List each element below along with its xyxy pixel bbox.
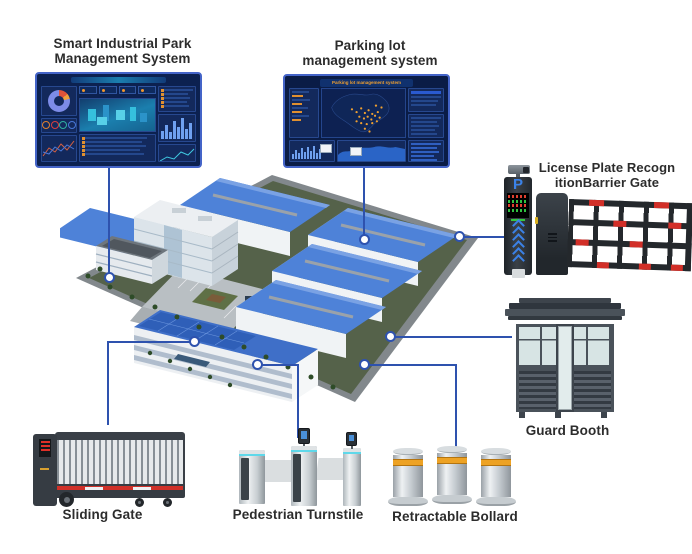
parking-right-tables [408,88,444,138]
face-recognition-terminal [346,432,357,446]
connector-bollard-h [364,364,457,366]
stat-chip-row [79,86,156,94]
guard-booth-label: Guard Booth [525,423,610,438]
guard-booth-body [516,324,614,412]
parking-dashboard-titlebar: Parking lot management system [320,79,413,87]
turnstile-pillar [239,450,265,504]
node-guard-booth [385,331,396,342]
license-gate-device: P [500,163,692,278]
smart-system-label-line1: Smart Industrial Park [53,36,192,51]
node-bollard [359,359,370,370]
smart-dashboard-right-column [158,86,196,162]
smart-dashboard-left-column [41,86,77,162]
guard-booth-door [556,324,574,412]
center-table-panel [79,134,156,162]
sliding-gate-motor-cabinet [33,434,57,506]
smart-system-label-line2: Management System [54,51,191,67]
parking-system-label-line1: Parking lot [334,38,406,53]
retractable-bollard-device [388,444,516,506]
parking-p-sign: P [512,176,523,193]
node-sliding-gate [189,336,200,347]
lpr-display-pole: P [504,176,532,278]
connector-guard-booth [390,336,512,338]
face-recognition-terminal [298,428,310,444]
lpr-camera-icon [508,165,530,174]
bar-chart-panel [158,114,196,142]
retractable-bollard-label: Retractable Bollard [392,509,518,524]
license-gate-label-line1: License Plate Recogn [538,160,676,175]
parking-dashboard-body: Parking lot management system [287,78,446,164]
guard-booth-device [505,298,625,424]
sliding-gate-panel [55,432,185,498]
gate-led-display [39,439,51,457]
lpr-arrow-column [504,219,532,267]
parking-bottom-charts [289,140,444,162]
connector-sliding-gate-v [107,341,109,425]
right-list-panel [158,86,196,112]
bollard [432,446,472,504]
connector-sliding-gate-h [107,341,195,343]
china-map-panel [321,88,406,138]
license-gate-label: License Plate Recogn itionBarrier Gate [524,160,690,190]
right-line-chart-panel [158,144,196,162]
bollard [388,448,428,506]
smart-dashboard-screenshot [35,72,202,168]
parking-area-chart [337,140,406,162]
city-3d-view [79,98,156,132]
parking-system-label: Parking lot management system [285,38,455,68]
right-line-chart [159,148,195,161]
bollard [476,448,516,506]
pedestrian-turnstile-label: Pedestrian Turnstile [232,507,364,522]
parking-system-label-line2: management system [302,53,438,69]
lpr-led-panel [507,193,529,218]
industrial-park-illustration [60,175,478,402]
parking-right-mini-panel [408,140,444,162]
connector-turnstile-h [257,364,299,366]
china-map [331,93,390,133]
parking-bar-chart [289,140,335,162]
connector-smart-system [108,164,110,277]
connector-turnstile-v [297,364,299,438]
sliding-gate-device [33,424,187,508]
smart-dashboard-center-column [79,86,156,162]
line-chart [42,140,75,157]
parking-left-stats [289,88,319,138]
line-chart-panel [41,135,77,162]
connector-license-gate [459,236,506,238]
connector-bollard-v [455,364,457,450]
connector-parking-system [363,164,365,240]
smart-system-label: Smart Industrial Park Management System [25,36,220,66]
turnstile-pillar [343,448,361,506]
turnstile-pillar [291,446,317,506]
gauge-panel [41,118,77,133]
barrier-gate-arm [566,199,692,272]
barrier-gate-cabinet [535,193,568,275]
smart-dashboard-titlebar [70,77,167,83]
smart-dashboard-body [39,76,198,164]
gate-wheel [59,492,74,507]
donut-chart [48,90,70,112]
pedestrian-turnstile-device [233,428,365,508]
donut-chart-panel [41,86,77,116]
license-gate-label-line2: itionBarrier Gate [554,174,660,190]
node-smart-system [104,272,115,283]
node-parking-system [359,234,370,245]
node-turnstile [252,359,263,370]
node-license-gate [454,231,465,242]
parking-dashboard-screenshot: Parking lot management system [283,74,450,168]
sliding-gate-label: Sliding Gate [62,507,143,522]
